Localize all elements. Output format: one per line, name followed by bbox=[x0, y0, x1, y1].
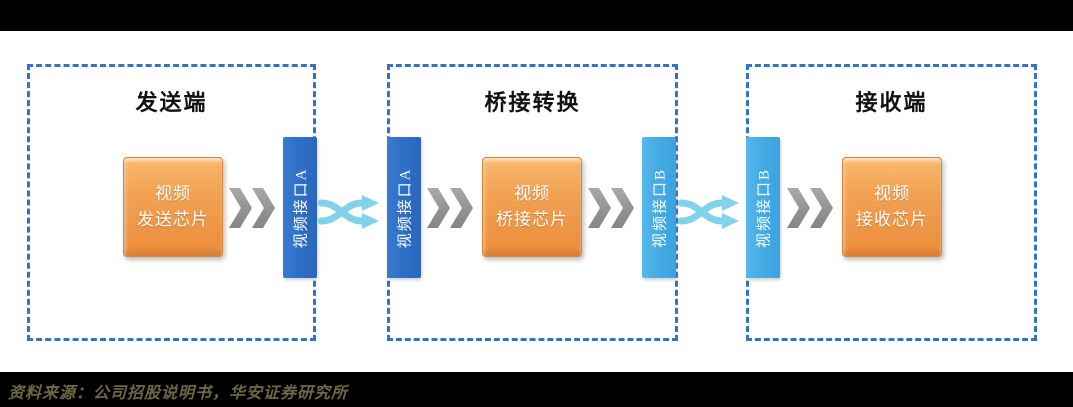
port-bar-video-interface-b-bridge: 视频接口B bbox=[642, 137, 676, 278]
port-label: 视频接口A bbox=[397, 167, 414, 248]
top-black-bar bbox=[0, 0, 1073, 31]
port-label: 视频接口B bbox=[652, 167, 669, 248]
port-label: 视频接口A bbox=[293, 167, 310, 248]
chip-label-line: 桥接芯片 bbox=[496, 210, 568, 229]
port-bar-video-interface-a-bridge: 视频接口A bbox=[387, 137, 421, 278]
diagram-stage: 发送端 桥接转换 接收端 视频 发送芯片 视频 桥接芯片 视频 接收芯片 视频接… bbox=[0, 31, 1073, 372]
chip-label-line: 视频 bbox=[514, 184, 550, 203]
port-bar-video-interface-a-sender: 视频接口A bbox=[283, 137, 317, 278]
crossing-arrows-icon bbox=[318, 195, 379, 229]
video-bridge-chip: 视频 桥接芯片 bbox=[482, 157, 582, 257]
port-bar-video-interface-b-receiver: 视频接口B bbox=[746, 137, 780, 278]
footer-source-bar: 资料来源：公司招股说明书，华安证券研究所 bbox=[0, 372, 1073, 407]
chevron-arrow-icon bbox=[229, 188, 275, 228]
receiver-title: 接收端 bbox=[855, 90, 928, 115]
crossing-arrows-icon bbox=[678, 195, 739, 229]
chip-label-line: 视频 bbox=[874, 184, 910, 203]
chevron-arrow-icon bbox=[427, 188, 473, 228]
chip-label-line: 接收芯片 bbox=[856, 210, 928, 229]
chevron-arrow-icon bbox=[588, 188, 634, 228]
chip-label-line: 发送芯片 bbox=[137, 210, 209, 229]
sender-title: 发送端 bbox=[135, 90, 208, 115]
video-receive-chip: 视频 接收芯片 bbox=[842, 157, 942, 257]
chip-label-line: 视频 bbox=[155, 184, 191, 203]
chevron-arrow-icon bbox=[787, 188, 833, 228]
video-send-chip: 视频 发送芯片 bbox=[123, 157, 223, 257]
source-note: 资料来源：公司招股说明书，华安证券研究所 bbox=[8, 385, 349, 402]
bridge-title: 桥接转换 bbox=[484, 90, 581, 115]
port-label: 视频接口B bbox=[756, 167, 773, 248]
